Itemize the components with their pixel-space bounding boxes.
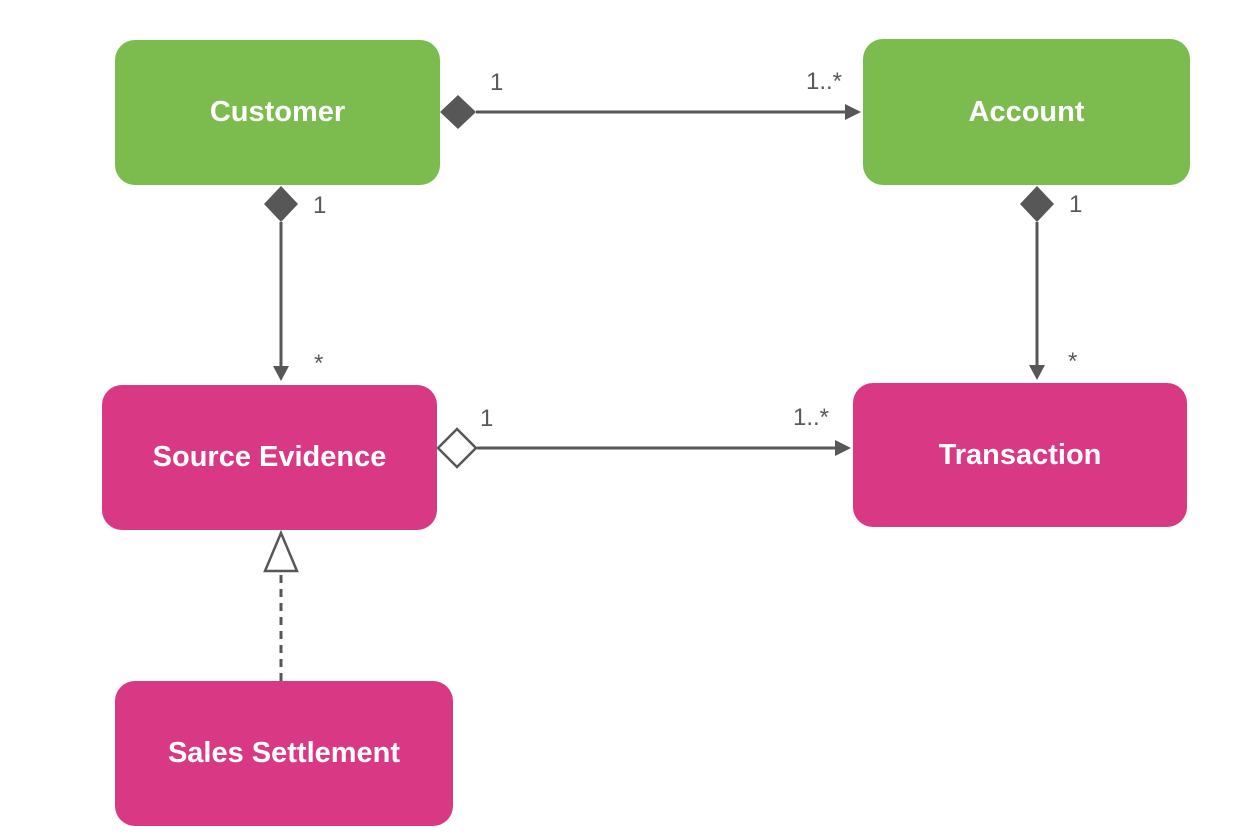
- arrowhead-icon: [1029, 365, 1045, 380]
- class-label-transaction: Transaction: [938, 438, 1102, 471]
- class-box-account[interactable]: Account: [863, 39, 1190, 185]
- edge-customer-account[interactable]: [440, 95, 861, 129]
- multiplicity-account-transaction-to: *: [1068, 348, 1078, 375]
- class-label-account: Account: [968, 95, 1085, 128]
- multiplicity-customer-source-evidence-from: 1: [313, 192, 327, 219]
- arrowhead-icon: [835, 440, 851, 456]
- class-box-source-evidence[interactable]: Source Evidence: [102, 385, 437, 530]
- class-label-customer: Customer: [209, 96, 346, 128]
- multiplicity-customer-source-evidence-to: *: [314, 350, 324, 377]
- class-box-sales-settlement[interactable]: Sales Settlement: [115, 681, 453, 826]
- class-label-sales-settlement: Sales Settlement: [167, 737, 401, 769]
- arrowhead-icon: [845, 104, 861, 120]
- edge-customer-source-evidence[interactable]: [264, 186, 298, 381]
- class-box-customer[interactable]: Customer: [115, 40, 440, 185]
- composition-diamond-icon: [1020, 186, 1054, 222]
- multiplicity-source-evidence-transaction-to: 1..*: [793, 404, 830, 431]
- multiplicity-customer-account-to: 1..*: [806, 68, 843, 95]
- generalization-triangle-icon: [263, 529, 299, 573]
- class-box-transaction[interactable]: Transaction: [853, 383, 1187, 527]
- edge-source-evidence-transaction[interactable]: [436, 427, 851, 469]
- edge-account-transaction[interactable]: [1020, 186, 1054, 380]
- multiplicity-account-transaction-from: 1: [1069, 191, 1083, 218]
- arrowhead-icon: [273, 366, 289, 381]
- class-label-source-evidence: Source Evidence: [152, 441, 387, 473]
- multiplicity-customer-account-from: 1: [490, 69, 504, 96]
- aggregation-diamond-icon: [436, 427, 478, 469]
- edge-sales-settlement-generalization[interactable]: [263, 529, 299, 681]
- multiplicity-source-evidence-transaction-from: 1: [480, 405, 494, 432]
- composition-diamond-icon: [264, 186, 298, 222]
- composition-diamond-icon: [440, 95, 476, 129]
